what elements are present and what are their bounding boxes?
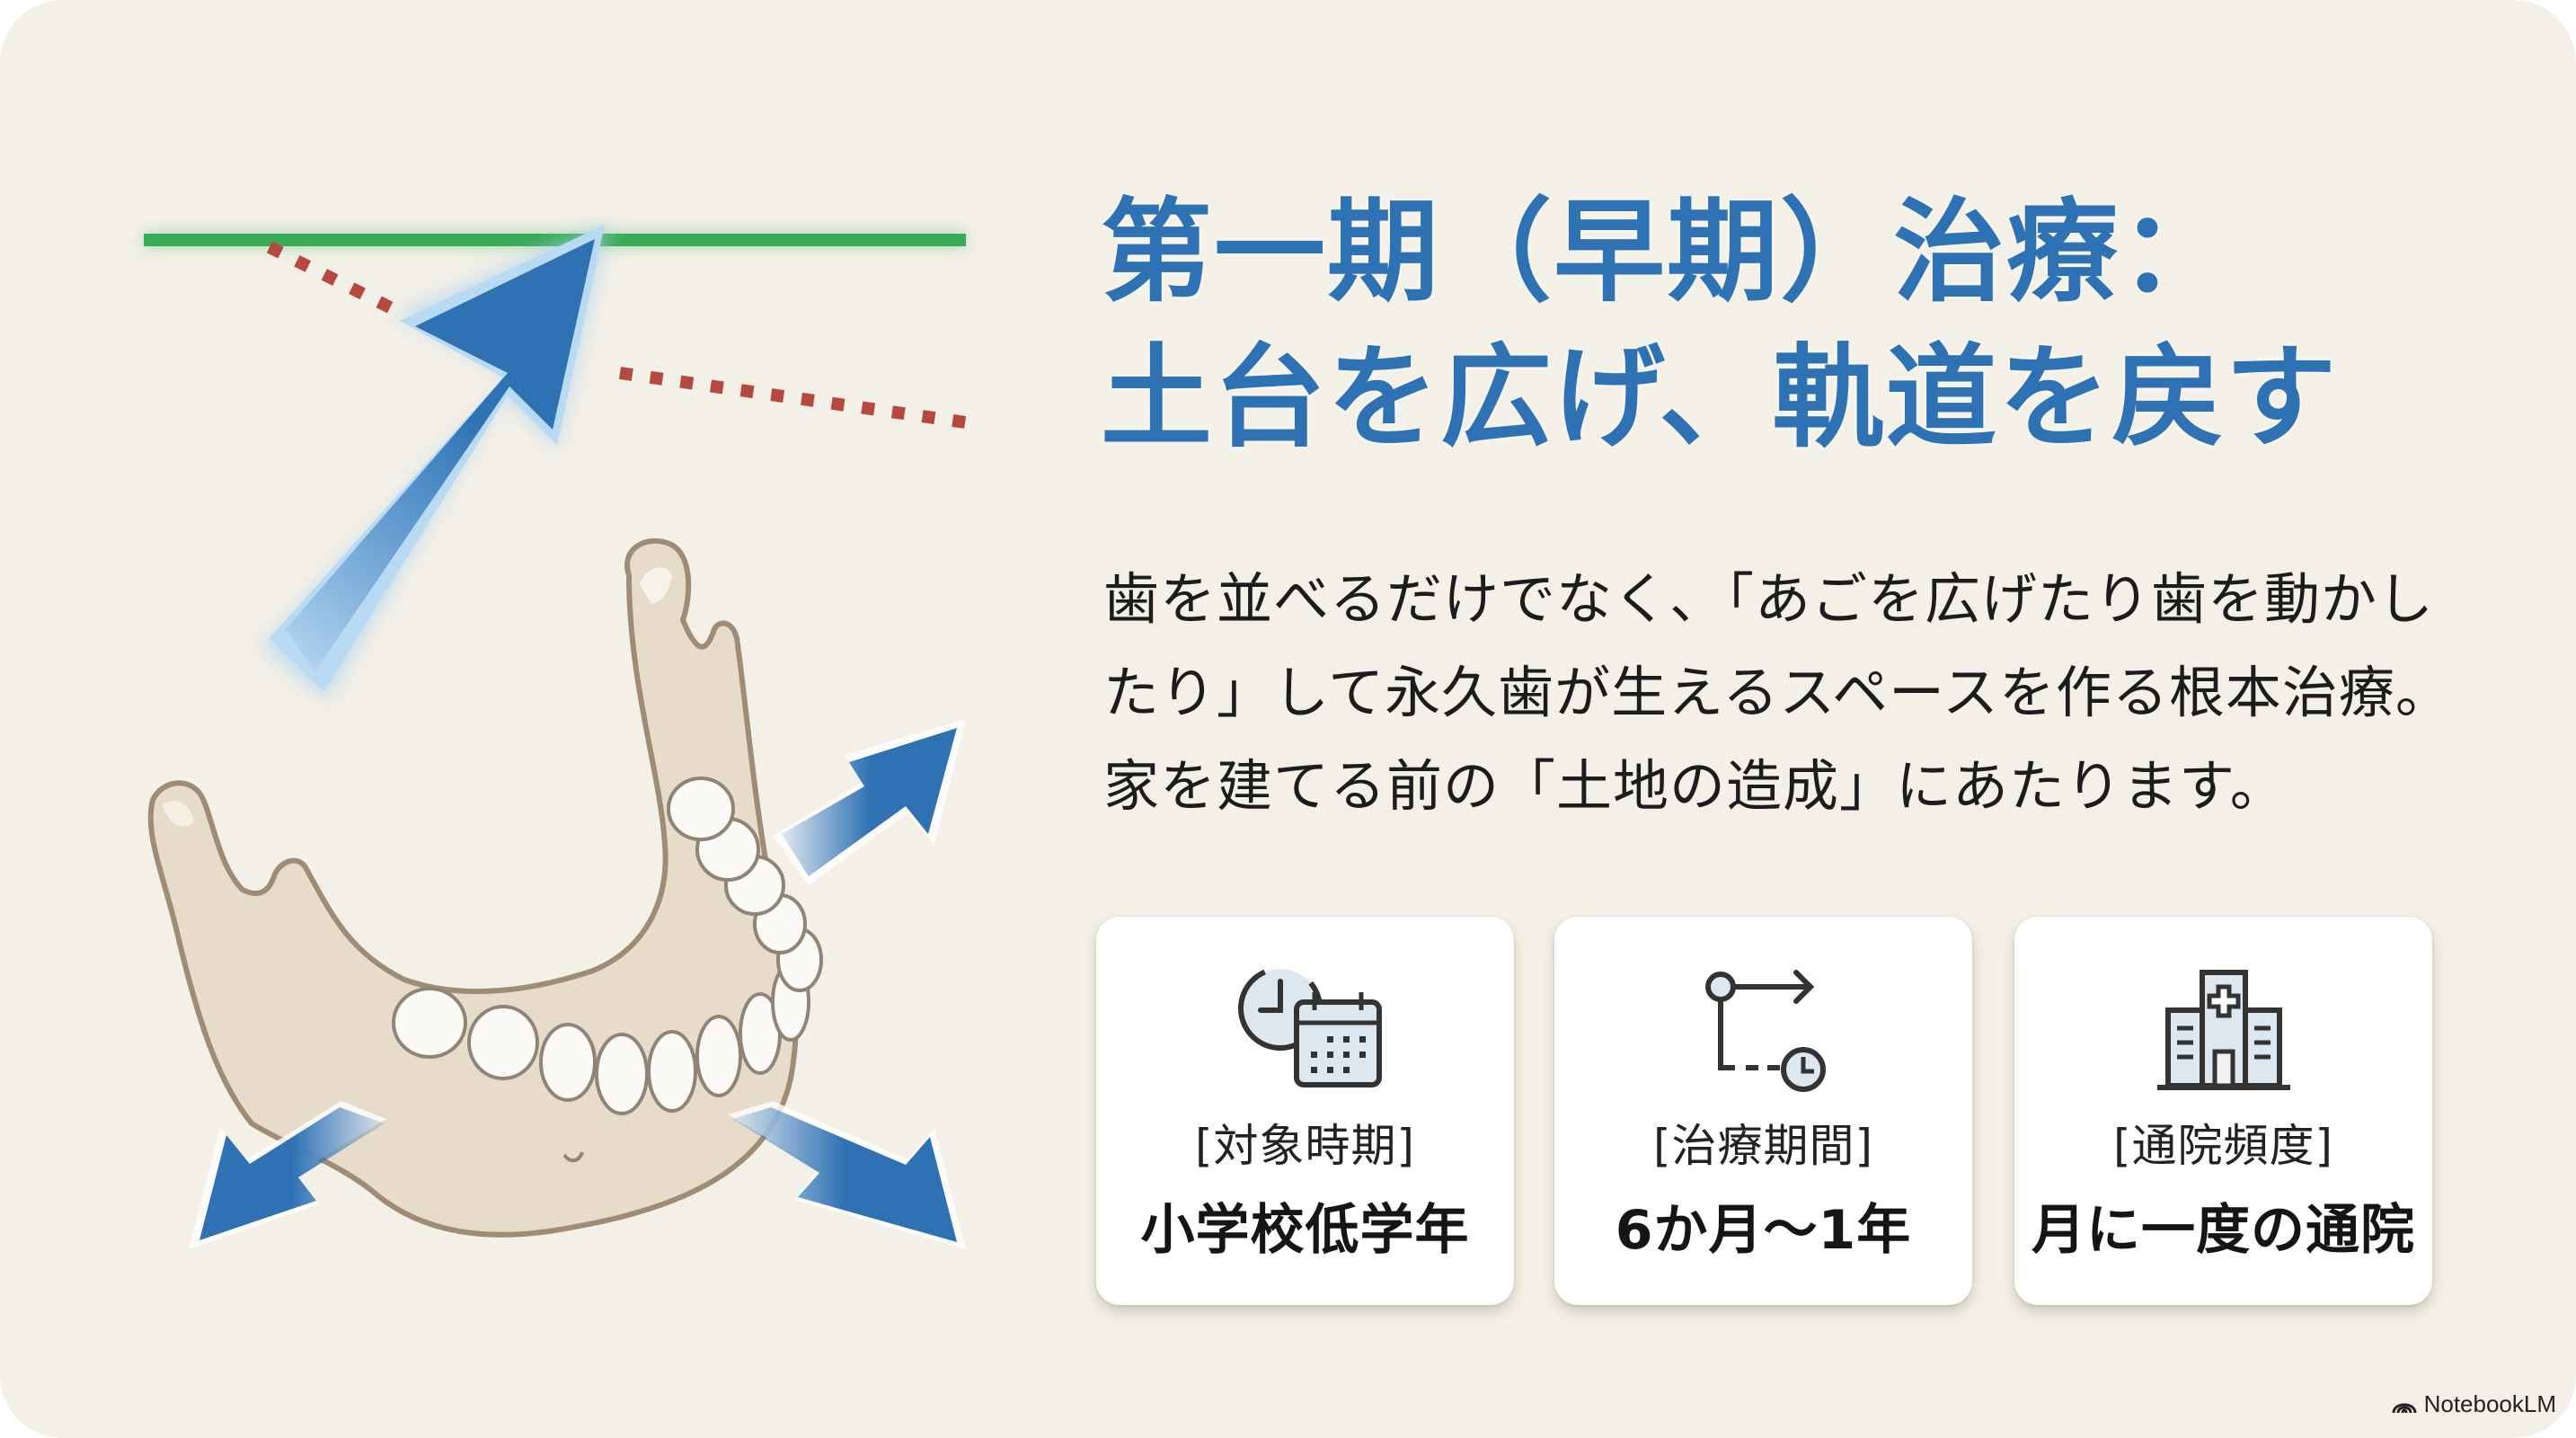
description-line-1: 歯を並べるだけでなく、「あごを広げたり歯を動かし — [1103, 566, 2435, 632]
description-line-2: たり」して永久歯が生えるスペースを作る根本治療。 — [1103, 660, 2452, 725]
expansion-arrow-lower-right-icon — [728, 1101, 966, 1249]
title-line-2: 土台を広げ、軌道を戻す — [1101, 333, 2339, 463]
description-line-3: 家を建てる前の「土地の造成」にあたります。 — [1103, 753, 2287, 819]
expansion-arrow-lower-left-icon — [189, 1101, 386, 1249]
card-value: 小学校低学年 — [1140, 1199, 1470, 1262]
jaw-expansion-illustration — [144, 220, 967, 1249]
dashed-growth-line — [266, 241, 967, 429]
page-title: 第一期（早期）治療： 土台を広げ、軌道を戻す — [1101, 180, 2502, 471]
expansion-arrow-upper-right-icon — [773, 719, 966, 885]
info-card-visit-frequency: [通院頻度] 月に一度の通院 — [2014, 917, 2432, 1305]
title-line-1: 第一期（早期）治療： — [1101, 188, 2234, 317]
card-label: [治療期間] — [1652, 1120, 1873, 1172]
hospital-icon — [2156, 970, 2290, 1090]
watermark-text: NotebookLM — [2423, 1390, 2556, 1417]
info-card-treatment-duration: [治療期間] 6か月〜1年 — [1554, 917, 1972, 1305]
description: 歯を並べるだけでなく、「あごを広げたり歯を動かし たり」して永久歯が生えるスペー… — [1103, 553, 2505, 833]
card-label: [対象時期] — [1194, 1120, 1415, 1172]
notebooklm-logo-icon — [2392, 1403, 2417, 1413]
card-label: [通院頻度] — [2112, 1120, 2333, 1172]
info-card-target-period: [対象時期] 小学校低学年 — [1096, 917, 1514, 1305]
card-value: 月に一度の通院 — [2032, 1199, 2415, 1262]
card-value: 6か月〜1年 — [1615, 1199, 1912, 1262]
timeline-clock-icon — [1704, 970, 1826, 1092]
notebooklm-watermark: NotebookLM — [2392, 1390, 2556, 1418]
clock-calendar-icon — [1237, 966, 1382, 1087]
info-cards: [対象時期] 小学校低学年 [治療期間] 6か月〜1年 — [1096, 917, 2435, 1305]
big-arrow-icon — [261, 220, 611, 701]
target-line — [144, 232, 966, 248]
mandible-icon — [147, 537, 823, 1238]
